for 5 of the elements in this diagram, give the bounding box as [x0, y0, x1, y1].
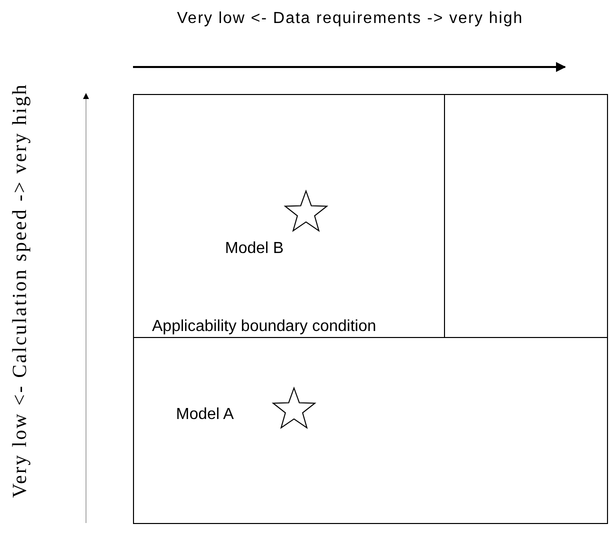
axis-label: Very low <- Calculation speed -> very high — [8, 82, 32, 498]
boundary-label: Applicability boundary condition — [152, 318, 376, 336]
axis-label: Very low <- Data requirements -> very high — [177, 10, 524, 28]
model-label: Model A — [176, 406, 234, 424]
model-label: Model B — [225, 240, 284, 258]
